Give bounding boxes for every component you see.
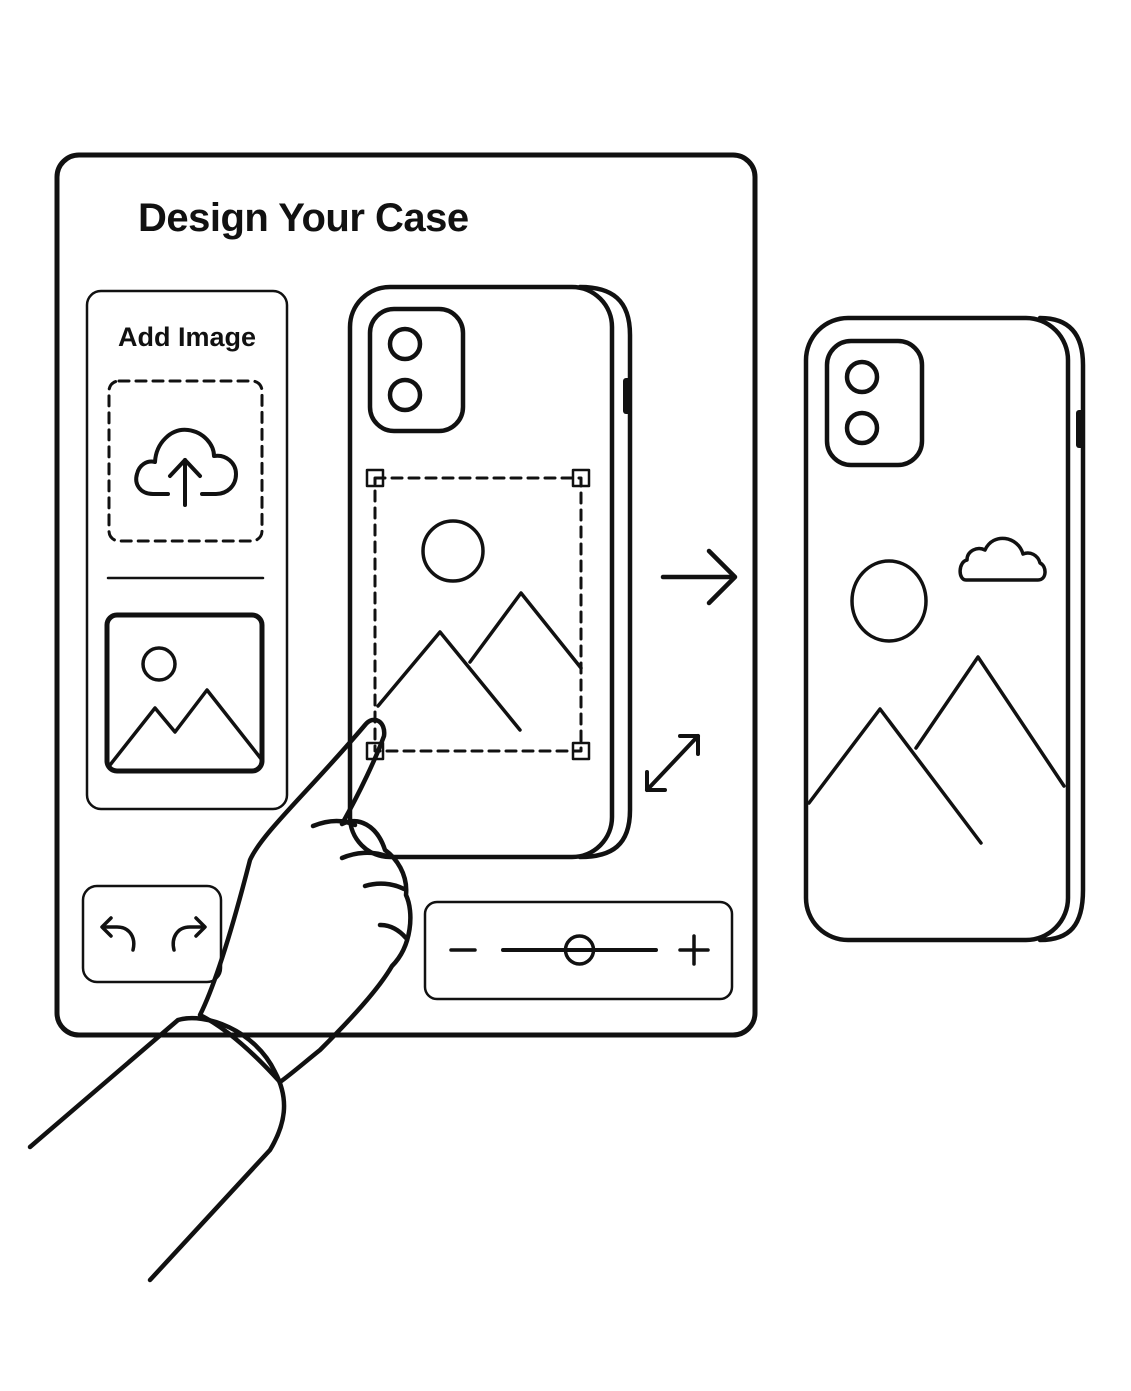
image-placeholder-icon <box>108 646 264 767</box>
crop-handle-top-left <box>365 468 385 488</box>
crop-handle-top-right <box>571 468 591 488</box>
add-image-label: Add Image <box>117 322 257 352</box>
slider-thumb <box>563 934 596 966</box>
resize-diagonal-icon[interactable] <box>645 734 700 792</box>
upload-dropzone[interactable] <box>107 379 264 543</box>
undo-icon[interactable] <box>100 916 136 952</box>
placed-image-artwork <box>376 519 583 732</box>
image-thumbnail[interactable] <box>104 612 265 774</box>
crop-handle-bottom-right <box>571 741 591 761</box>
plus-icon <box>678 934 710 966</box>
zoom-slider[interactable] <box>423 900 734 1001</box>
page-title: Design Your Case <box>138 196 469 240</box>
cloud-upload-icon <box>134 427 238 507</box>
